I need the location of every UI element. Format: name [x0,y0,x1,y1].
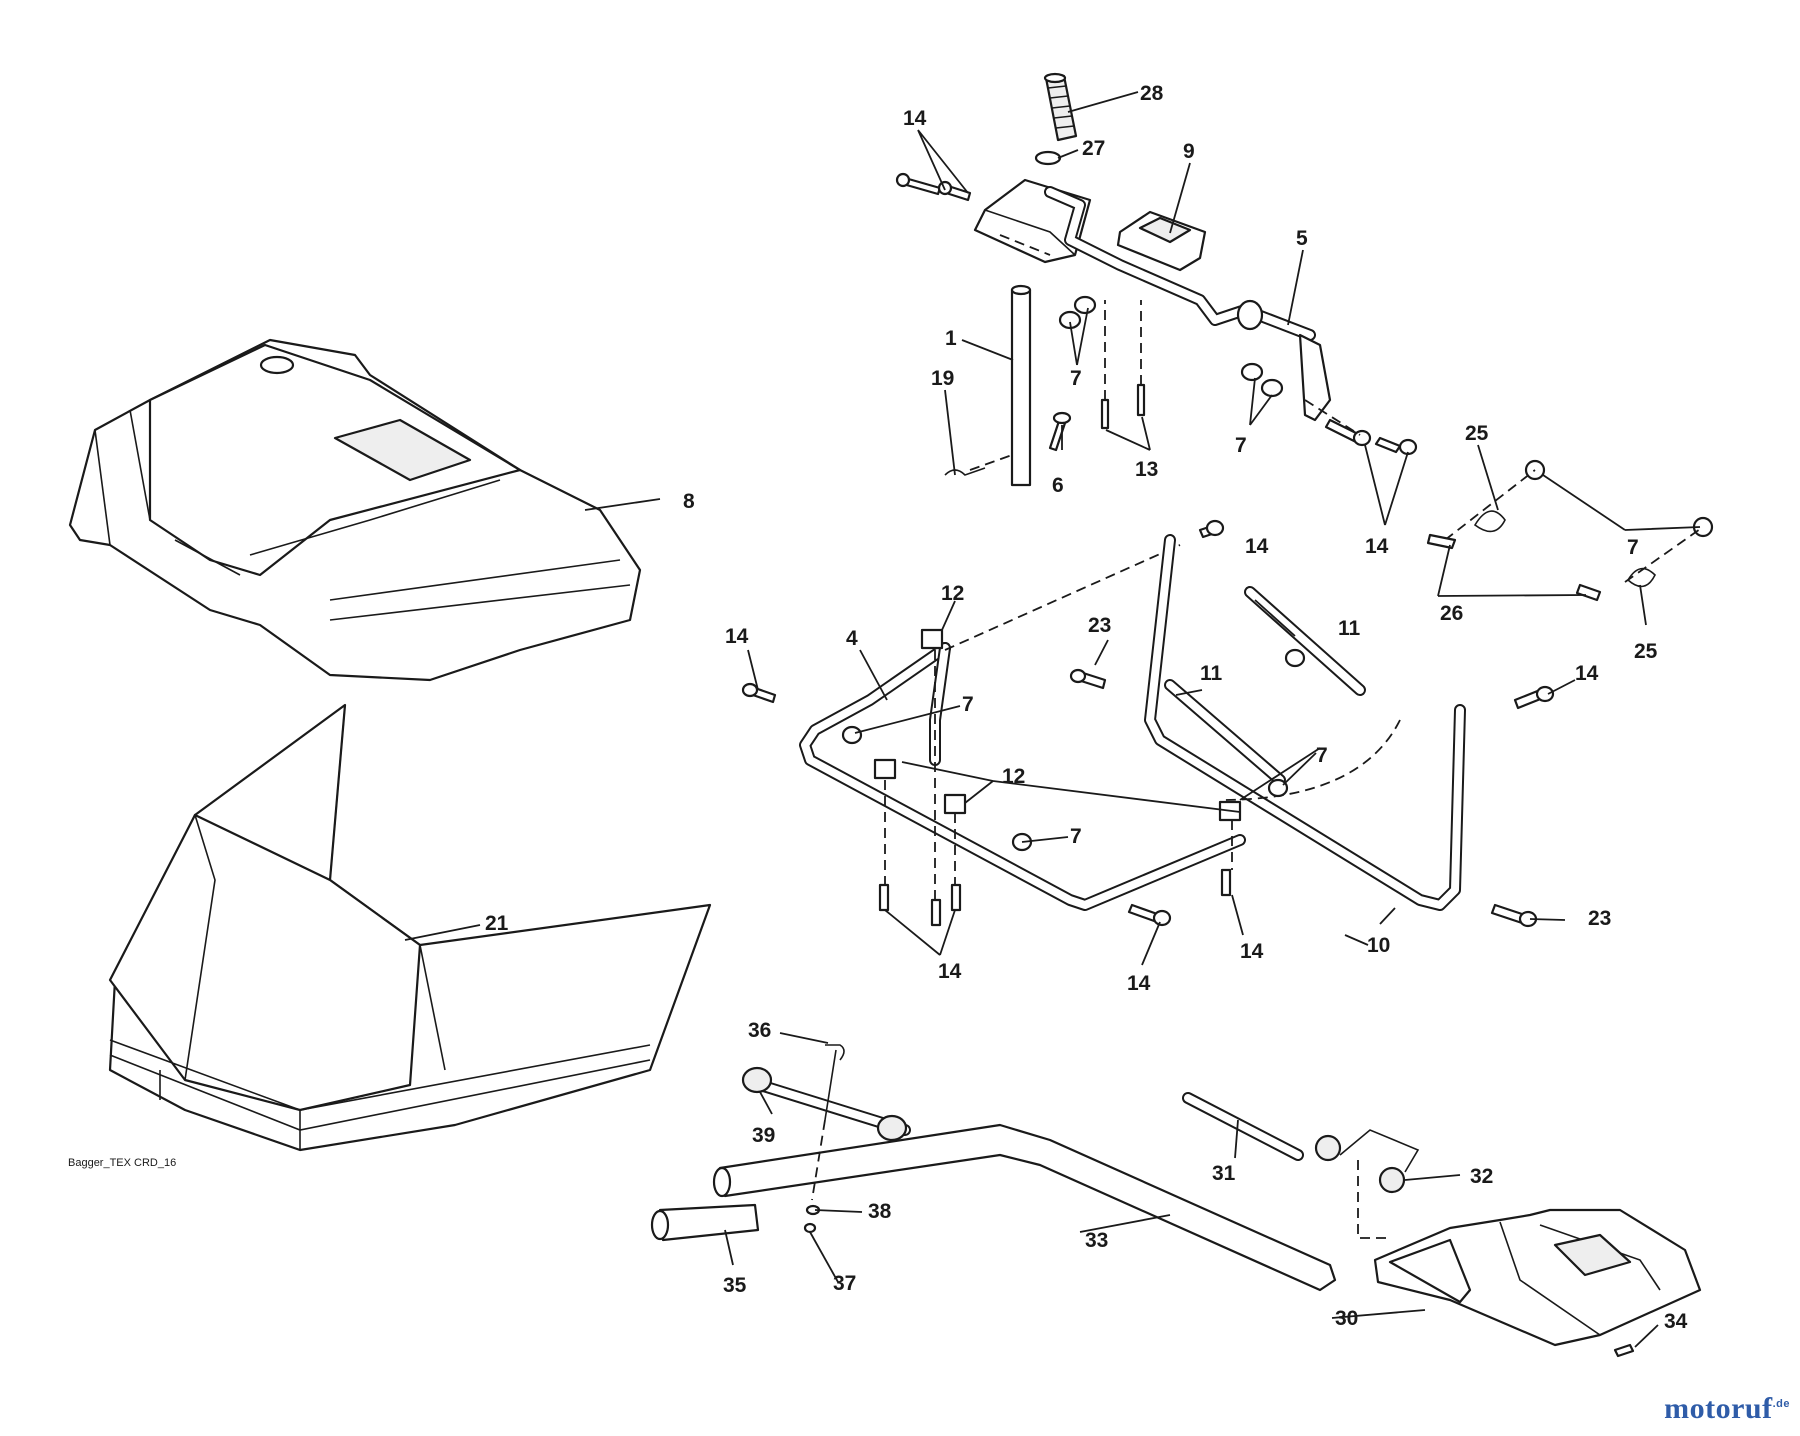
callout-34: 34 [1664,1310,1688,1333]
callout-27: 27 [1082,137,1105,160]
callout-7: 7 [1316,744,1328,767]
washer-27 [1034,150,1062,166]
callout-36: 36 [748,1019,771,1042]
side-mount [1426,459,1714,602]
callout-11: 11 [1200,662,1223,685]
callout-labels: 28 27 14 9 5 1 19 6 7 13 7 14 8 25 7 26 … [485,82,1688,1333]
callout-14: 14 [1245,535,1269,558]
callout-7: 7 [1627,536,1639,559]
callout-13: 13 [1135,458,1158,481]
grip-28 [1043,72,1078,142]
callout-23: 23 [1588,907,1611,930]
callout-7: 7 [1070,367,1082,390]
callout-33: 33 [1085,1229,1108,1252]
pedal-assembly [1182,1092,1702,1358]
callout-8: 8 [683,490,695,513]
callout-5: 5 [1296,227,1308,250]
callout-38: 38 [868,1200,892,1223]
callout-14: 14 [1365,535,1389,558]
callout-7: 7 [1070,825,1082,848]
callout-7: 7 [962,693,974,716]
callout-12: 12 [941,582,964,605]
callout-28: 28 [1140,82,1164,105]
bagger-lid [68,338,642,682]
leader-lines [404,91,1701,1348]
callout-25: 25 [1634,640,1658,663]
callout-23: 23 [1088,614,1111,637]
callout-11: 11 [1338,617,1361,640]
callout-6: 6 [1052,474,1064,497]
callout-21: 21 [485,912,509,935]
callout-7: 7 [1235,434,1247,457]
callout-37: 37 [833,1272,856,1295]
callout-25: 25 [1465,422,1489,445]
handle-assembly [650,1044,1337,1292]
callout-12: 12 [1002,765,1025,788]
callout-14: 14 [725,625,749,648]
callout-19: 19 [931,367,954,390]
watermark-logo: motoruf.de [1664,1392,1790,1426]
callout-14: 14 [1127,972,1151,995]
callout-14: 14 [938,960,962,983]
callout-14: 14 [1575,662,1599,685]
callout-1: 1 [945,327,957,350]
callout-9: 9 [1183,140,1195,163]
watermark-brand: motoruf [1664,1392,1773,1425]
bagger-body [108,703,712,1152]
diagram-caption: Bagger_TEX CRD_16 [68,1157,176,1169]
callout-14: 14 [903,107,927,130]
callout-39: 39 [752,1124,775,1147]
callout-4: 4 [846,627,858,650]
callout-32: 32 [1470,1165,1493,1188]
frame-assembly [741,519,1555,928]
callout-31: 31 [1212,1162,1236,1185]
callout-10: 10 [1367,934,1390,957]
watermark-tld: .de [1772,1398,1790,1410]
callout-30: 30 [1335,1307,1358,1330]
lever-assembly [895,72,1418,487]
callout-26: 26 [1440,602,1463,625]
callout-14: 14 [1240,940,1264,963]
callout-35: 35 [723,1274,747,1297]
